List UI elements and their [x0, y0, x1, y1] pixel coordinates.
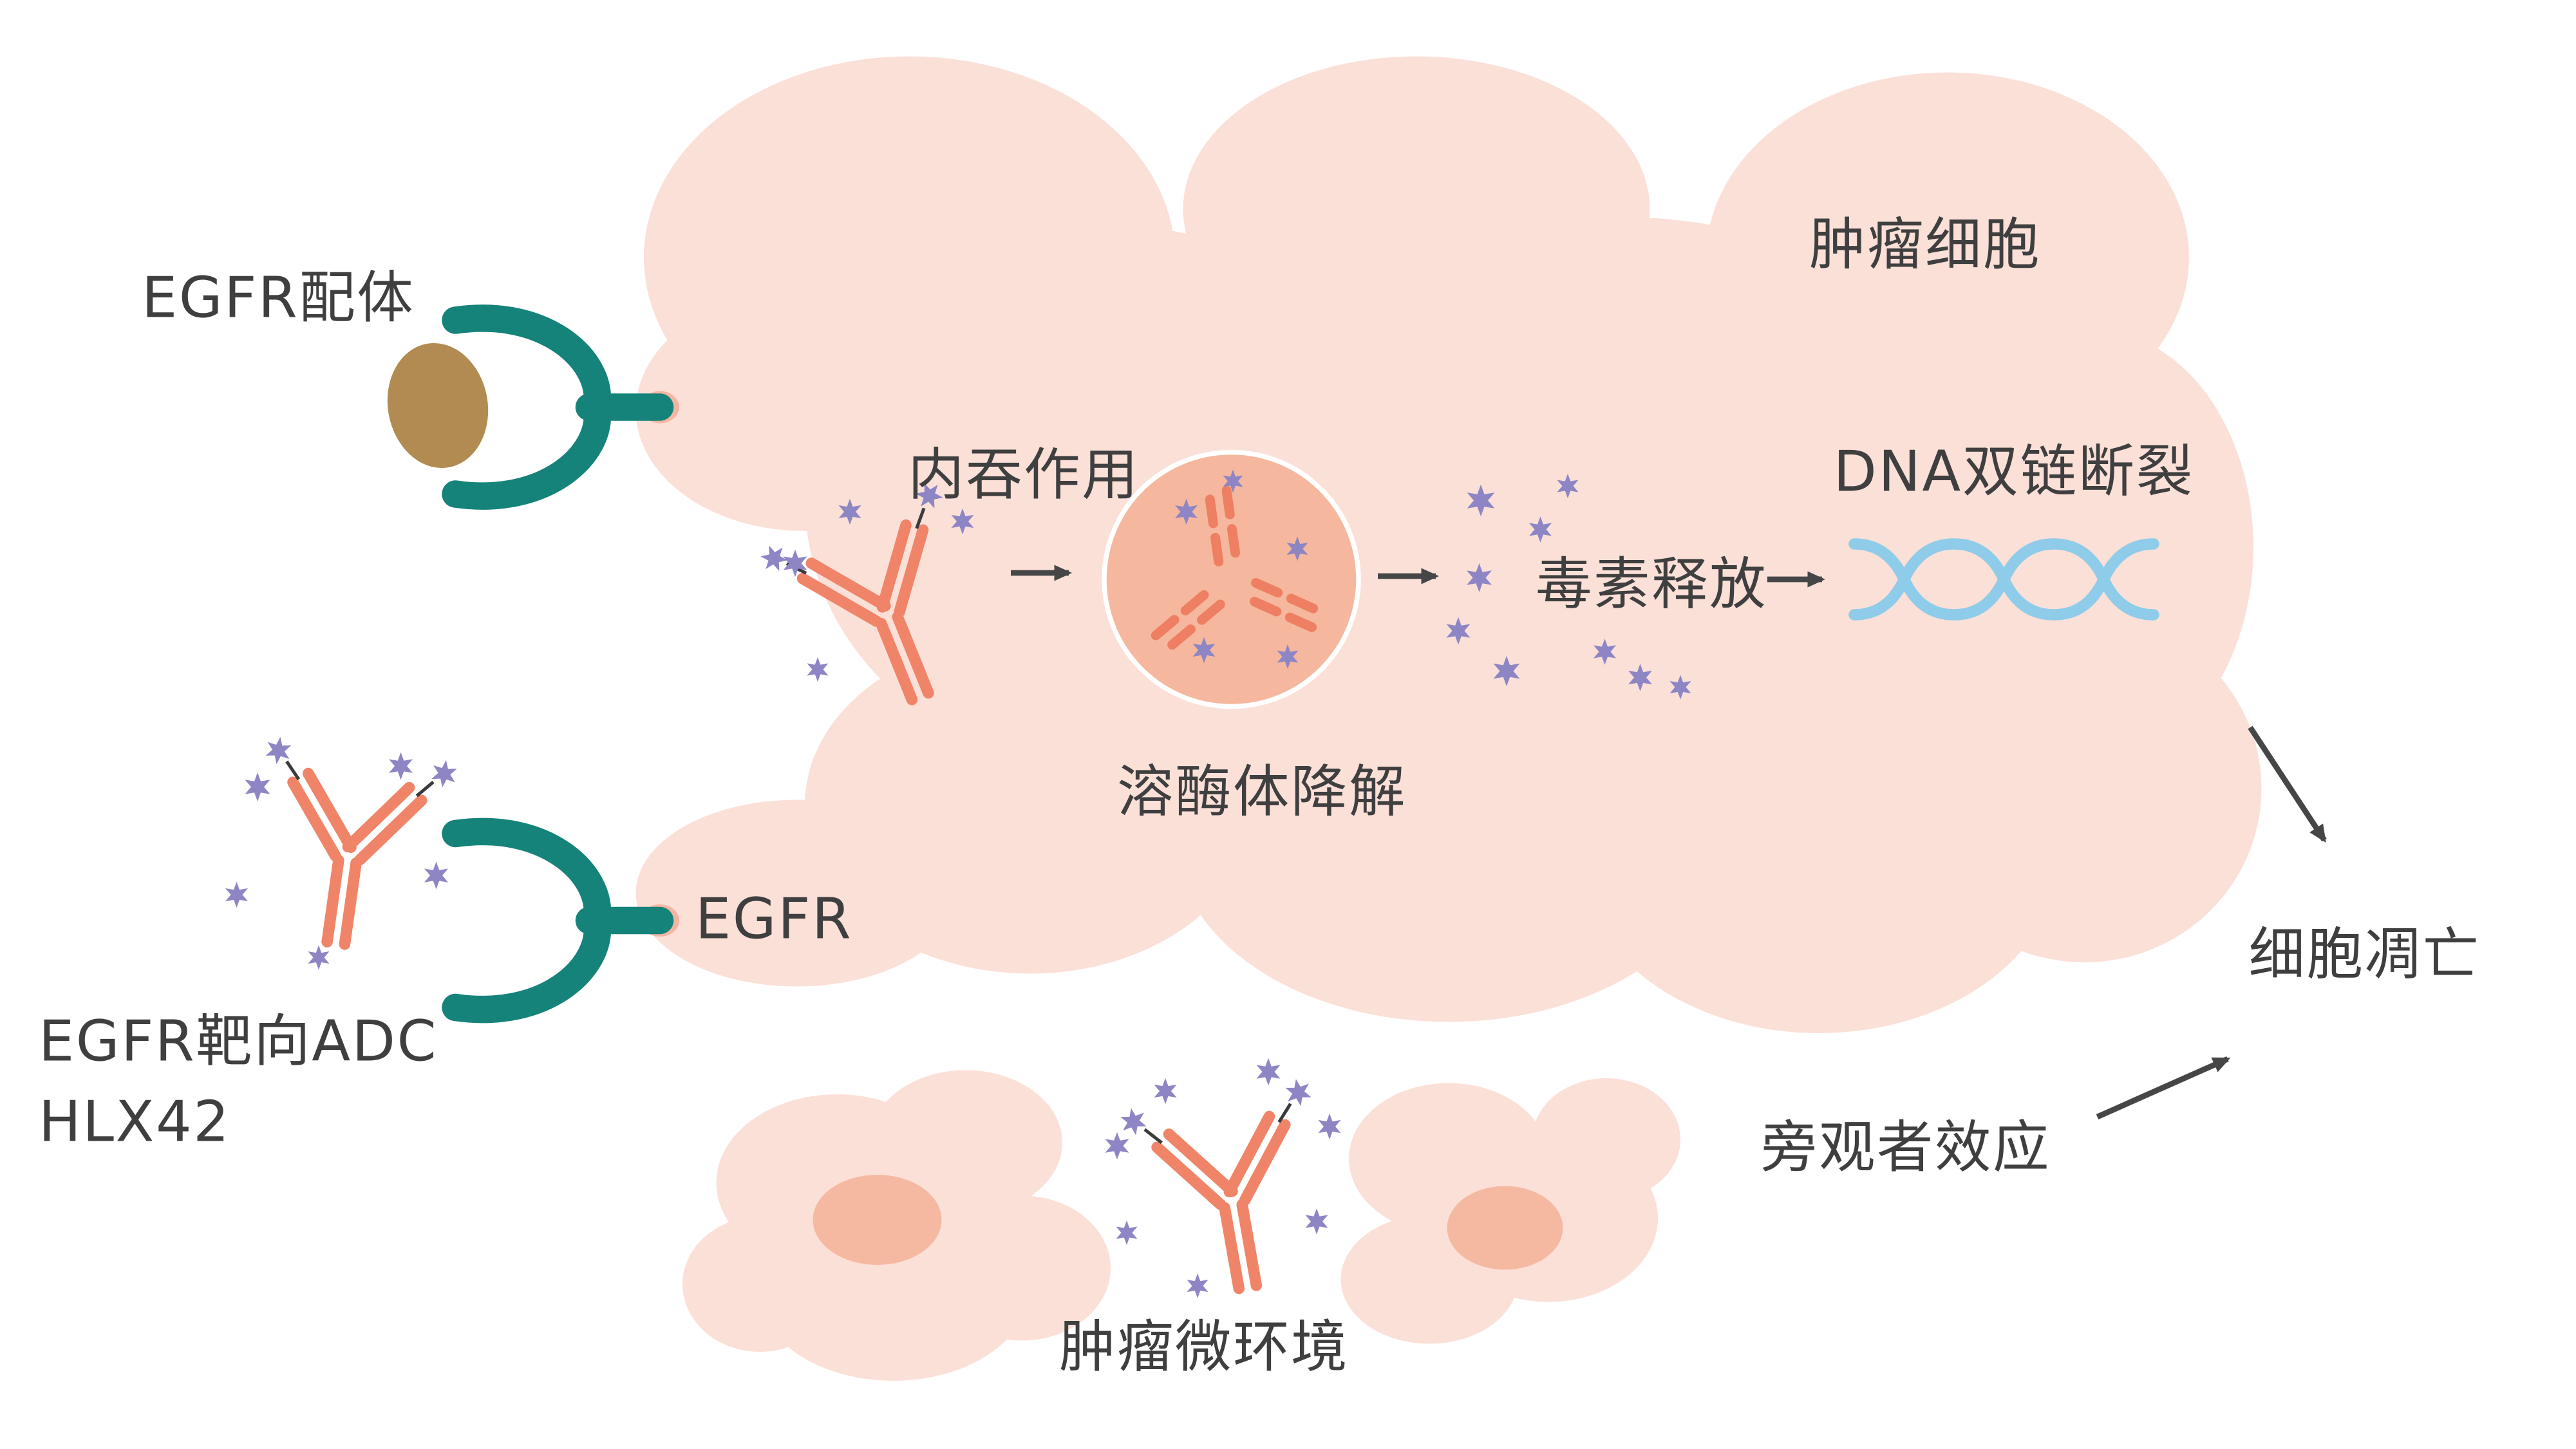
dna-helix-icon [1848, 538, 2159, 621]
arrow-to-apoptosis [2248, 725, 2327, 843]
lysosome-icon [1102, 449, 1361, 709]
label-apoptosis: 细胞凋亡 [2248, 924, 2481, 988]
adc-antibody-icon-hlx42 [240, 735, 458, 962]
label-lysosomal-degradation: 溶酶体降解 [1117, 761, 1407, 826]
egfr-receptor-icon-bottom [442, 818, 674, 1024]
label-dna-double-strand-break: DNA双链断裂 [1833, 441, 2194, 505]
egfr-receptor-icon-top [442, 304, 674, 510]
label-tumor-cell: 肿瘤细胞 [1809, 214, 2042, 279]
label-tumor-microenvironment: 肿瘤微环境 [1059, 1316, 1349, 1381]
label-egfr: EGFR [695, 888, 853, 953]
label-toxin-release: 毒素释放 [1536, 554, 1768, 618]
tumor-cell-blob [635, 56, 2262, 1033]
egfr-ligand-icon [387, 343, 489, 468]
cell-nucleus-left [813, 1175, 942, 1265]
label-egfr-ligand: EGFR配体 [142, 267, 415, 332]
bystander-cell-blob-left [682, 1070, 1111, 1381]
label-adc-line2: HLX42 [39, 1090, 231, 1155]
arrow-bystander-to-apoptosis [2096, 1056, 2231, 1119]
label-adc-name: EGFR靶向ADC HLX42 [39, 1004, 438, 1164]
label-endocytosis: 内吞作用 [908, 444, 1140, 509]
cell-nucleus-right [1447, 1186, 1563, 1270]
label-bystander-effect: 旁观者效应 [1761, 1117, 2051, 1181]
adc-antibody-icon-microenvironment [1120, 1077, 1343, 1309]
label-adc-line1: EGFR靶向ADC [39, 1011, 438, 1075]
